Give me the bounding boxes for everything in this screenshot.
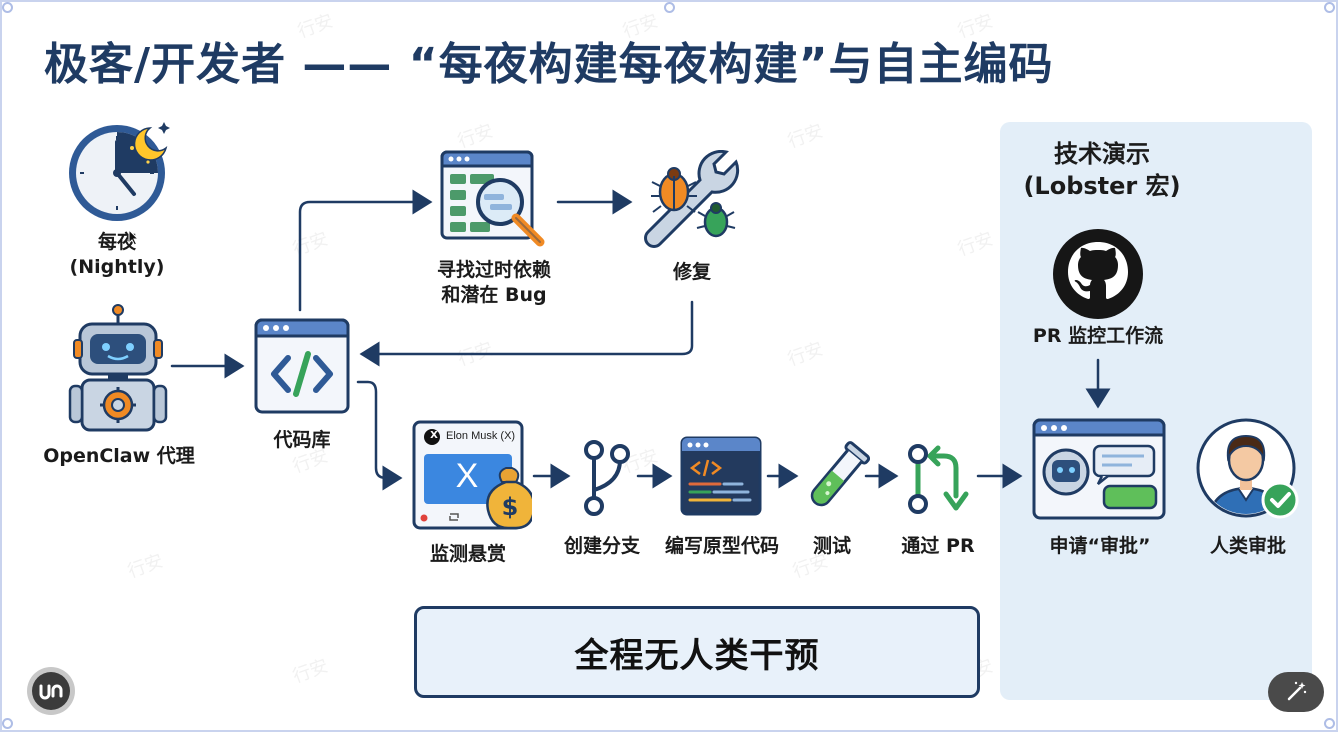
- find-deps-label: 寻找过时依赖 和潜在 Bug: [406, 258, 582, 307]
- request-approval-label: 申请“审批”: [1049, 535, 1151, 557]
- clock-moon-icon: [69, 122, 170, 221]
- human-approval-label: 人类审批: [1209, 535, 1286, 557]
- github-icon: [1053, 229, 1143, 319]
- pr-workflow-label: PR 监控工作流: [1032, 325, 1164, 347]
- approval-chat-icon: [1032, 418, 1166, 520]
- pull-request-icon: [908, 444, 969, 514]
- arrow-codebase-bounty: [356, 380, 403, 491]
- bug-wrench-icon: [644, 150, 740, 248]
- arrow-codebase-find: [298, 189, 433, 312]
- magnify-window-icon: [440, 150, 545, 247]
- mouse-cursor-icon: [128, 229, 140, 246]
- test-label: 测试: [812, 535, 851, 557]
- find-deps-text: 寻找过时依赖 和潜在 Bug: [436, 259, 551, 306]
- no-human-banner: 全程无人类干预: [414, 606, 980, 698]
- human-check-icon: [1196, 418, 1299, 519]
- selection-handle[interactable]: [1324, 2, 1335, 13]
- selection-handle[interactable]: [664, 2, 675, 13]
- robot-agent-icon: [68, 304, 168, 432]
- dollar-sign: $: [501, 493, 519, 521]
- bounty-card-icon: [412, 420, 532, 530]
- x-logo-large: X: [455, 457, 479, 495]
- magic-wand-icon: [1287, 681, 1307, 701]
- monitor-bounty-label: 监测悬赏: [429, 543, 506, 565]
- fix-label: 修复: [672, 261, 711, 283]
- pass-pr-label: 通过 PR: [901, 535, 975, 557]
- no-human-banner-text: 全程无人类干预: [574, 635, 820, 676]
- nightly-label: 每夜 (Nightly): [62, 230, 172, 279]
- demo-title: 技术演示 (Lobster 宏): [1002, 138, 1202, 203]
- bounty-account-label: Elon Musk (X): [446, 430, 516, 442]
- agent-label: OpenClaw 代理: [43, 445, 195, 467]
- codebase-label: 代码库: [273, 429, 331, 451]
- nightly-text: 每夜 (Nightly): [69, 231, 165, 278]
- selection-handle[interactable]: [2, 718, 13, 729]
- demo-title-text: 技术演示 (Lobster 宏): [1023, 140, 1181, 201]
- magic-wand-button[interactable]: [1268, 672, 1324, 712]
- arrow-fix-codebase: [359, 300, 694, 367]
- assistant-logo-icon: [27, 667, 75, 715]
- x-logo-small: X: [430, 430, 438, 441]
- code-window-icon: [254, 318, 350, 414]
- test-tube-icon: [810, 441, 870, 507]
- write-prototype-label: 编写原型代码: [664, 535, 779, 557]
- demo-panel: [1000, 122, 1312, 700]
- selection-handle[interactable]: [1324, 718, 1335, 729]
- code-editor-icon: [680, 436, 762, 516]
- slide-title: 极客/开发者 —— “每夜构建每夜构建”与自主编码: [44, 39, 1054, 90]
- assistant-button[interactable]: [26, 666, 76, 716]
- selection-handle[interactable]: [2, 2, 13, 13]
- git-branch-icon: [584, 440, 630, 516]
- create-branch-label: 创建分支: [563, 535, 640, 557]
